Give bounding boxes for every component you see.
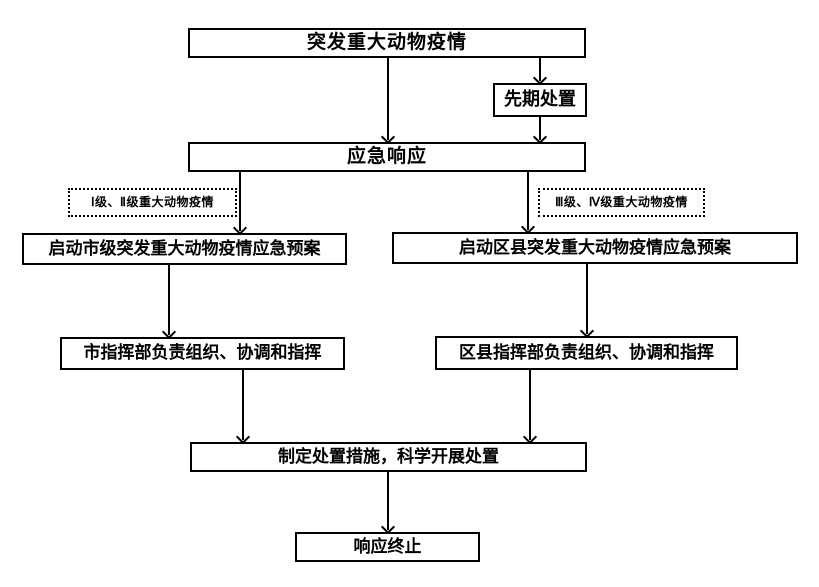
arrow-shaft	[239, 172, 241, 231]
flowchart-node-city-hq: 市指挥部负责组织、协调和指挥	[60, 337, 345, 370]
arrow-shaft	[387, 58, 389, 140]
arrow-shaft	[529, 370, 531, 440]
arrow-shaft	[539, 117, 541, 140]
arrowhead-down-icon	[235, 429, 251, 445]
arrow-measures-to-terminate	[380, 472, 396, 535]
flowchart-node-outbreak: 突发重大动物疫情	[188, 28, 586, 58]
arrowhead-down-icon	[380, 129, 396, 145]
arrowhead-down-icon	[522, 429, 538, 445]
flowchart-node-county-hq: 区县指挥部负责组织、协调和指挥	[435, 336, 738, 370]
flowchart-node-emergency-response: 应急响应	[188, 142, 586, 172]
arrow-city-plan-to-city-hq	[161, 265, 177, 340]
flowchart-node-initial-disposal: 先期处置	[493, 83, 587, 117]
flowchart-node-measures: 制定处置措施，科学开展处置	[190, 442, 587, 472]
arrow-shaft	[168, 265, 170, 335]
arrowhead-down-icon	[232, 220, 248, 236]
arrow-county-plan-to-county-hq	[579, 264, 595, 339]
arrow-response-to-city-plan	[232, 172, 248, 236]
arrow-initial-disposal-to-response	[532, 117, 548, 145]
arrow-shaft	[527, 172, 529, 230]
arrowhead-down-icon	[161, 324, 177, 340]
flowchart-node-county-plan: 启动区县突发重大动物疫情应急预案	[392, 232, 798, 264]
arrowhead-down-icon	[520, 219, 536, 235]
arrow-city-hq-to-measures	[235, 370, 251, 445]
arrowhead-down-icon	[532, 129, 548, 145]
condition-label-level-3-4: Ⅲ级、Ⅳ级重大动物疫情	[538, 188, 705, 217]
arrowhead-down-icon	[532, 70, 548, 86]
arrow-outbreak-to-initial-disposal	[532, 58, 548, 86]
arrow-county-hq-to-measures	[522, 370, 538, 445]
arrow-shaft	[539, 58, 541, 81]
flowchart-node-city-plan: 启动市级突发重大动物疫情应急预案	[22, 233, 347, 265]
arrowhead-down-icon	[380, 519, 396, 535]
flowchart-node-terminate: 响应终止	[295, 532, 480, 562]
arrow-response-to-county-plan	[520, 172, 536, 235]
arrow-outbreak-to-response	[380, 58, 396, 145]
arrow-shaft	[586, 264, 588, 334]
arrow-shaft	[387, 472, 389, 530]
condition-label-level-1-2: Ⅰ级、Ⅱ级重大动物疫情	[68, 188, 237, 217]
arrow-shaft	[242, 370, 244, 440]
arrowhead-down-icon	[579, 323, 595, 339]
